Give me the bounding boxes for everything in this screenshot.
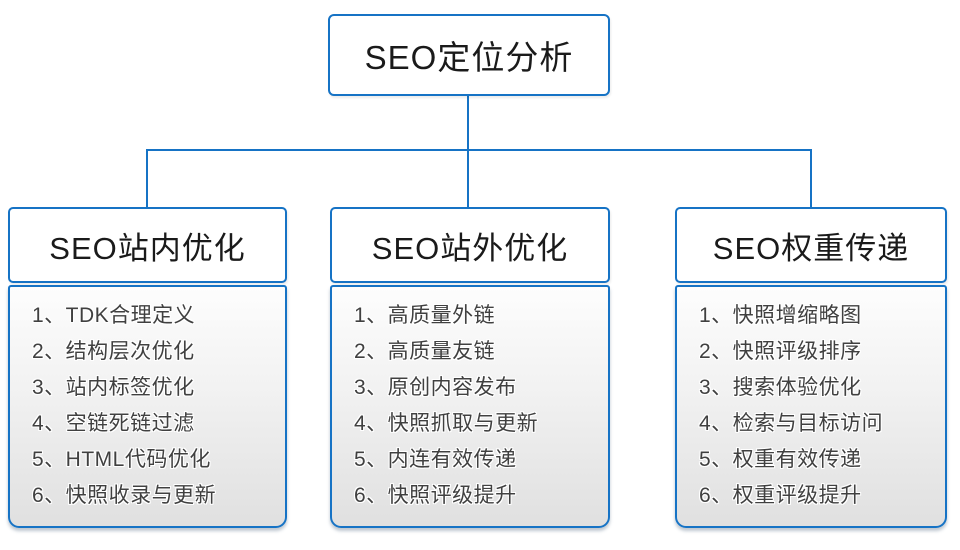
branch-offsite: SEO站外优化 1、高质量外链 2、高质量友链 3、原创内容发布 4、快照抓取与… xyxy=(330,207,610,528)
list-item: 5、权重有效传递 xyxy=(699,448,862,471)
list-item: 3、搜索体验优化 xyxy=(699,376,862,399)
branch-weight-list: 1、快照增缩略图 2、快照评级排序 3、搜索体验优化 4、检索与目标访问 5、权… xyxy=(675,285,947,528)
list-item: 5、HTML代码优化 xyxy=(32,448,211,471)
list-item: 1、高质量外链 xyxy=(354,304,496,327)
list-item: 3、站内标签优化 xyxy=(32,376,195,399)
list-item: 6、快照评级提升 xyxy=(354,484,517,507)
list-item: 6、权重评级提升 xyxy=(699,484,862,507)
list-item: 3、原创内容发布 xyxy=(354,376,517,399)
connector-drop-left xyxy=(146,149,148,207)
list-item: 2、快照评级排序 xyxy=(699,340,862,363)
branch-onsite-list: 1、TDK合理定义 2、结构层次优化 3、站内标签优化 4、空链死链过滤 5、H… xyxy=(8,285,287,528)
branch-offsite-list: 1、高质量外链 2、高质量友链 3、原创内容发布 4、快照抓取与更新 5、内连有… xyxy=(330,285,610,528)
branch-offsite-header: SEO站外优化 xyxy=(330,207,610,283)
list-item: 4、空链死链过滤 xyxy=(32,412,195,435)
branch-onsite: SEO站内优化 1、TDK合理定义 2、结构层次优化 3、站内标签优化 4、空链… xyxy=(8,207,287,528)
connector-drop-right xyxy=(810,149,812,207)
connector-horizontal xyxy=(146,149,812,151)
list-item: 4、检索与目标访问 xyxy=(699,412,884,435)
branch-onsite-header: SEO站内优化 xyxy=(8,207,287,283)
connector-root-vertical xyxy=(467,95,469,151)
branch-offsite-title: SEO站外优化 xyxy=(371,230,569,266)
connector-drop-middle xyxy=(467,149,469,207)
list-item: 4、快照抓取与更新 xyxy=(354,412,539,435)
branch-onsite-title: SEO站内优化 xyxy=(49,230,246,266)
list-item: 5、内连有效传递 xyxy=(354,448,517,471)
branch-weight-title: SEO权重传递 xyxy=(712,230,910,266)
list-item: 1、TDK合理定义 xyxy=(32,304,196,327)
list-item: 2、高质量友链 xyxy=(354,340,496,363)
branch-weight: SEO权重传递 1、快照增缩略图 2、快照评级排序 3、搜索体验优化 4、检索与… xyxy=(675,207,947,528)
branch-weight-header: SEO权重传递 xyxy=(675,207,947,283)
list-item: 6、快照收录与更新 xyxy=(32,484,217,507)
root-node-title: SEO定位分析 xyxy=(364,39,574,76)
list-item: 1、快照增缩略图 xyxy=(699,304,862,327)
root-node: SEO定位分析 xyxy=(328,14,610,96)
list-item: 2、结构层次优化 xyxy=(32,340,195,363)
